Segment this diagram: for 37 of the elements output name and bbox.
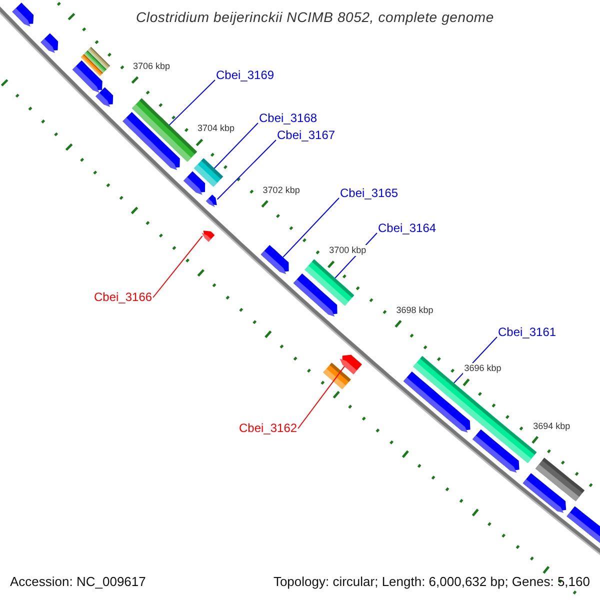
leader-line: [216, 140, 276, 200]
gene-label: Cbei_3164: [378, 222, 436, 235]
gene-label: Cbei_3165: [340, 187, 398, 200]
footer-text: Accession: NC_009617: [10, 574, 146, 589]
scale-label: 3694 kbp: [532, 420, 572, 432]
gene-pointed-block: [340, 354, 362, 374]
leader-line: [282, 198, 340, 258]
gene-label: Cbei_3169: [216, 69, 274, 82]
gene-label: Cbei_3168: [259, 112, 318, 125]
gene-block: [535, 458, 584, 502]
gene-pointed-block: [96, 87, 114, 107]
leader-line: [214, 122, 258, 169]
gene-pointed-block: [40, 33, 58, 53]
gene-label: Cbei_3167: [277, 129, 336, 142]
leader-line: [152, 235, 203, 298]
scale-label: 3696 kbp: [463, 363, 502, 374]
gene-block: [132, 98, 198, 162]
gene-block: [80, 54, 104, 76]
leader-line: [298, 366, 345, 429]
gene-pointed-block: [206, 194, 217, 208]
title: Clostridium beijerinckii NCIMB 8052, complete genome: [135, 9, 495, 25]
gene-pointed-block: [12, 2, 34, 27]
gene-label: Cbei_3162: [239, 422, 298, 435]
scale-label: 3700 kbp: [328, 245, 368, 256]
gene-pointed-block: [260, 245, 289, 274]
gene-block: [194, 158, 224, 187]
gene-pointed-block: [472, 429, 520, 473]
scale-label: 3704 kbp: [196, 123, 236, 134]
leader-line: [168, 80, 216, 126]
gene-label: Cbei_3166: [94, 291, 152, 304]
scale-label: 3698 kbp: [395, 304, 434, 316]
footer-text: Topology: circular; Length: 6,000,632 bp; Genes: 5,160: [273, 574, 590, 589]
gene-pointed-block: [202, 230, 215, 242]
gene-block: [304, 259, 354, 306]
scale-label: 3706 kbp: [132, 61, 172, 72]
scale-label: 3702 kbp: [262, 184, 301, 196]
gene-label: Cbei_3161: [498, 326, 556, 339]
